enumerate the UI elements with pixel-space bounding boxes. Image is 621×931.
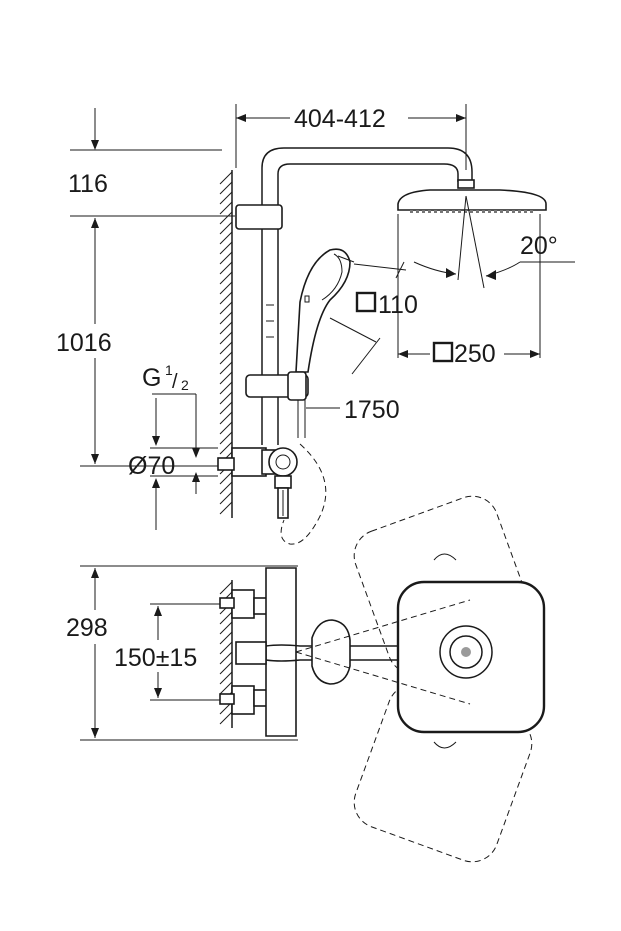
- wall-hatch-mark: [219, 671, 233, 685]
- depth-dimension: 298: [66, 565, 298, 741]
- thread-label: G: [142, 364, 161, 392]
- width-range-label: 404-412: [294, 105, 386, 133]
- wall-hatch-mark: [219, 371, 233, 385]
- wall-hatch-mark: [219, 581, 233, 595]
- wall-hatch-mark: [219, 641, 233, 655]
- nozzle: [434, 210, 437, 213]
- nozzle: [518, 210, 521, 213]
- hose-length-label: 1750: [344, 396, 400, 424]
- nozzle: [458, 210, 461, 213]
- wall-hatch-mark: [219, 611, 233, 625]
- height-dimension: 1016: [56, 218, 232, 467]
- nozzle: [494, 210, 497, 213]
- wall-hatch-mark: [219, 211, 233, 225]
- hand-shower: 110: [295, 248, 418, 375]
- wall-hatch-mark: [219, 421, 233, 435]
- nozzle: [488, 210, 491, 213]
- head-size-label: 250: [454, 340, 496, 368]
- nozzle: [410, 210, 413, 213]
- head-shower: [397, 179, 547, 358]
- nozzle: [422, 210, 425, 213]
- wall-hatch-mark: [219, 221, 233, 235]
- svg-text:/: /: [172, 371, 178, 393]
- wall-hatch-mark: [219, 301, 233, 315]
- nozzle: [506, 210, 509, 213]
- shower-holder: [245, 371, 340, 438]
- wall-hatch-mark: [219, 271, 233, 285]
- width-dimension: 404-412: [235, 104, 467, 170]
- wall-hatch-mark: [219, 711, 233, 725]
- wall-hatch-mark: [219, 401, 233, 415]
- wall-hatch-mark: [219, 311, 233, 325]
- wall-hatch-mark: [219, 251, 233, 265]
- wall-hatch-mark: [219, 681, 233, 695]
- nozzle: [476, 210, 479, 213]
- head-size-dimension: 250: [398, 340, 540, 368]
- wall-hatch-mark: [219, 491, 233, 505]
- nozzle: [440, 210, 443, 213]
- centers-label: 150±15: [114, 644, 197, 672]
- top-offset-label: 116: [68, 170, 108, 198]
- nozzle: [446, 210, 449, 213]
- nozzle: [464, 210, 467, 213]
- wall-hatch-mark: [219, 181, 233, 195]
- wall-hatch-mark: [219, 651, 233, 665]
- nozzle: [482, 210, 485, 213]
- thermostat-plan: [219, 567, 297, 737]
- wall-hatch-mark: [219, 361, 233, 375]
- wall-hatch-mark: [219, 431, 233, 445]
- wall-hatch-mark: [219, 241, 233, 255]
- riser-pipe: [235, 147, 473, 445]
- wall-hatch-mark: [219, 171, 233, 185]
- wall-hatch-mark: [219, 441, 233, 455]
- height-label: 1016: [56, 329, 112, 357]
- thermostat-elevation: [217, 447, 298, 519]
- centers-dimension: 150±15: [114, 603, 232, 701]
- wall-hatch-mark: [219, 341, 233, 355]
- thread-dimension: G 1 / 2 Ø70: [128, 362, 218, 530]
- thread-denominator: 2: [181, 377, 189, 393]
- wall-hatch-mark: [219, 201, 233, 215]
- angle-dimension: 20°: [413, 232, 575, 280]
- nozzle: [470, 210, 473, 213]
- depth-label: 298: [66, 614, 108, 642]
- wall-hatch-mark: [219, 261, 233, 275]
- nozzle: [500, 210, 503, 213]
- wall-hatch-mark: [219, 291, 233, 305]
- hand-shower-size-label: 110: [378, 291, 418, 319]
- thread-numerator: 1: [165, 362, 173, 378]
- wall-hatch-mark: [219, 471, 233, 485]
- wall-hatch-mark: [219, 281, 233, 295]
- nozzle: [416, 210, 419, 213]
- wall-hatch-mark: [219, 501, 233, 515]
- nozzle: [428, 210, 431, 213]
- head-plan: [295, 495, 546, 863]
- nozzle: [452, 210, 455, 213]
- angle-label: 20°: [520, 232, 558, 260]
- wall-hatch-mark: [219, 621, 233, 635]
- wall-hatch-mark: [219, 191, 233, 205]
- wall-hatch-mark: [219, 331, 233, 345]
- wall-hatch-mark: [219, 661, 233, 675]
- nozzle: [530, 210, 533, 213]
- wall-hatch-mark: [219, 631, 233, 645]
- wall-hatch-mark: [219, 381, 233, 395]
- wall-hatch-mark: [219, 411, 233, 425]
- wall-hatch-mark: [219, 481, 233, 495]
- diameter-label: Ø70: [128, 452, 175, 480]
- shower-arm-plan: [265, 619, 470, 685]
- wall-hatch-mark: [219, 351, 233, 365]
- wall-hatch-mark: [219, 321, 233, 335]
- nozzle: [524, 210, 527, 213]
- hose-path: [280, 443, 327, 545]
- top-offset-dimension: 116: [68, 108, 235, 217]
- nozzle: [512, 210, 515, 213]
- wall-hatch-mark: [219, 231, 233, 245]
- wall-hatch-mark: [219, 391, 233, 405]
